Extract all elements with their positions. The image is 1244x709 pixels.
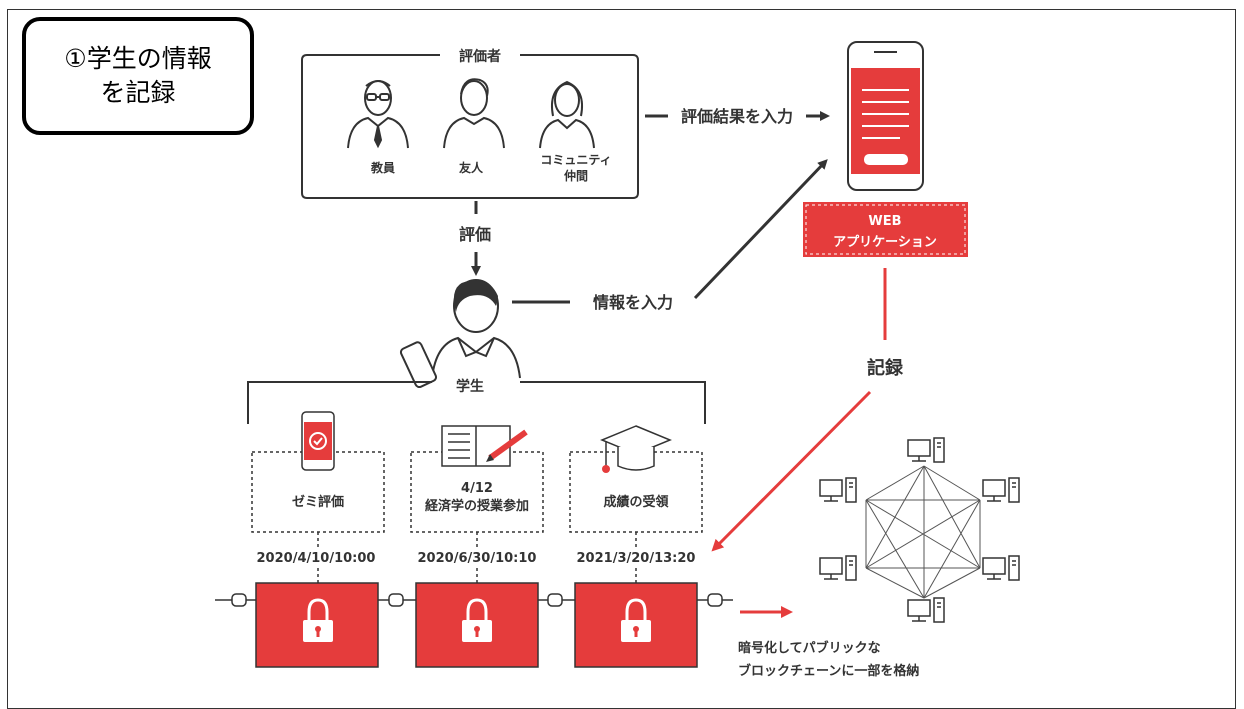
computer-node-left-bottom	[819, 555, 857, 581]
step-label-box: ①学生の情報 を記録	[22, 17, 254, 135]
computer-node-bottom	[907, 597, 945, 623]
computer-node-top	[907, 437, 945, 463]
record-arrow	[711, 390, 872, 552]
activity-label-seminar: ゼミ評価	[292, 494, 344, 510]
timestamp-2: 2020/6/30/10:10	[418, 551, 537, 566]
info-arrow	[693, 159, 828, 300]
diagram-canvas: 評価者 教員 友人	[215, 41, 1020, 679]
community-label: コミュニティ	[540, 153, 611, 167]
activities-bracket-left	[247, 381, 432, 424]
web-app-line2: アプリケーション	[833, 235, 937, 250]
phone-icon	[847, 41, 924, 191]
enter-results-label: 評価結果を入力	[681, 107, 793, 126]
web-app-line1: WEB	[868, 214, 901, 229]
web-app-label-box: WEB アプリケーション	[803, 202, 968, 257]
block-2	[415, 582, 539, 668]
teacher-label: 教員	[370, 160, 395, 175]
evaluate-label: 評価	[459, 225, 491, 244]
graduation-cap-icon	[600, 425, 672, 473]
computer-node-right-bottom	[982, 555, 1020, 581]
check-phone-icon	[301, 411, 335, 471]
timestamp-3: 2021/3/20/13:20	[577, 551, 696, 566]
evaluators-box	[301, 54, 639, 199]
evaluators-group: 評価者 教員 友人	[301, 48, 639, 199]
computer-node-left-top	[819, 477, 857, 503]
community-member-icon	[539, 80, 595, 149]
blockchain-text-1: 暗号化してパブリックな	[738, 640, 881, 656]
network-graph	[865, 465, 981, 599]
community-label-2: 仲間	[564, 168, 588, 183]
block-3	[574, 582, 698, 668]
teacher-icon	[347, 80, 409, 149]
record-label: 記録	[867, 357, 904, 379]
activities-bracket-right	[520, 381, 706, 424]
friend-icon	[443, 78, 505, 149]
chain-links	[215, 593, 733, 607]
activity-date-class: 4/12	[461, 481, 493, 496]
enter-info-label: 情報を入力	[593, 293, 673, 312]
student-label: 学生	[456, 378, 484, 395]
activity-label-grades: 成績の受領	[603, 494, 669, 510]
block-1	[255, 582, 379, 668]
timestamp-1: 2020/4/10/10:00	[257, 551, 376, 566]
evaluators-title: 評価者	[459, 48, 501, 65]
book-pencil-icon	[441, 425, 528, 467]
computer-node-right-top	[982, 477, 1020, 503]
friend-label: 友人	[458, 160, 484, 175]
blockchain-text-2: ブロックチェーンに一部を格納	[738, 663, 919, 679]
activity-label-class: 経済学の授業参加	[425, 498, 529, 514]
student-icon	[399, 279, 521, 389]
diagram: ①学生の情報 を記録 評価者 教員	[7, 9, 1236, 709]
